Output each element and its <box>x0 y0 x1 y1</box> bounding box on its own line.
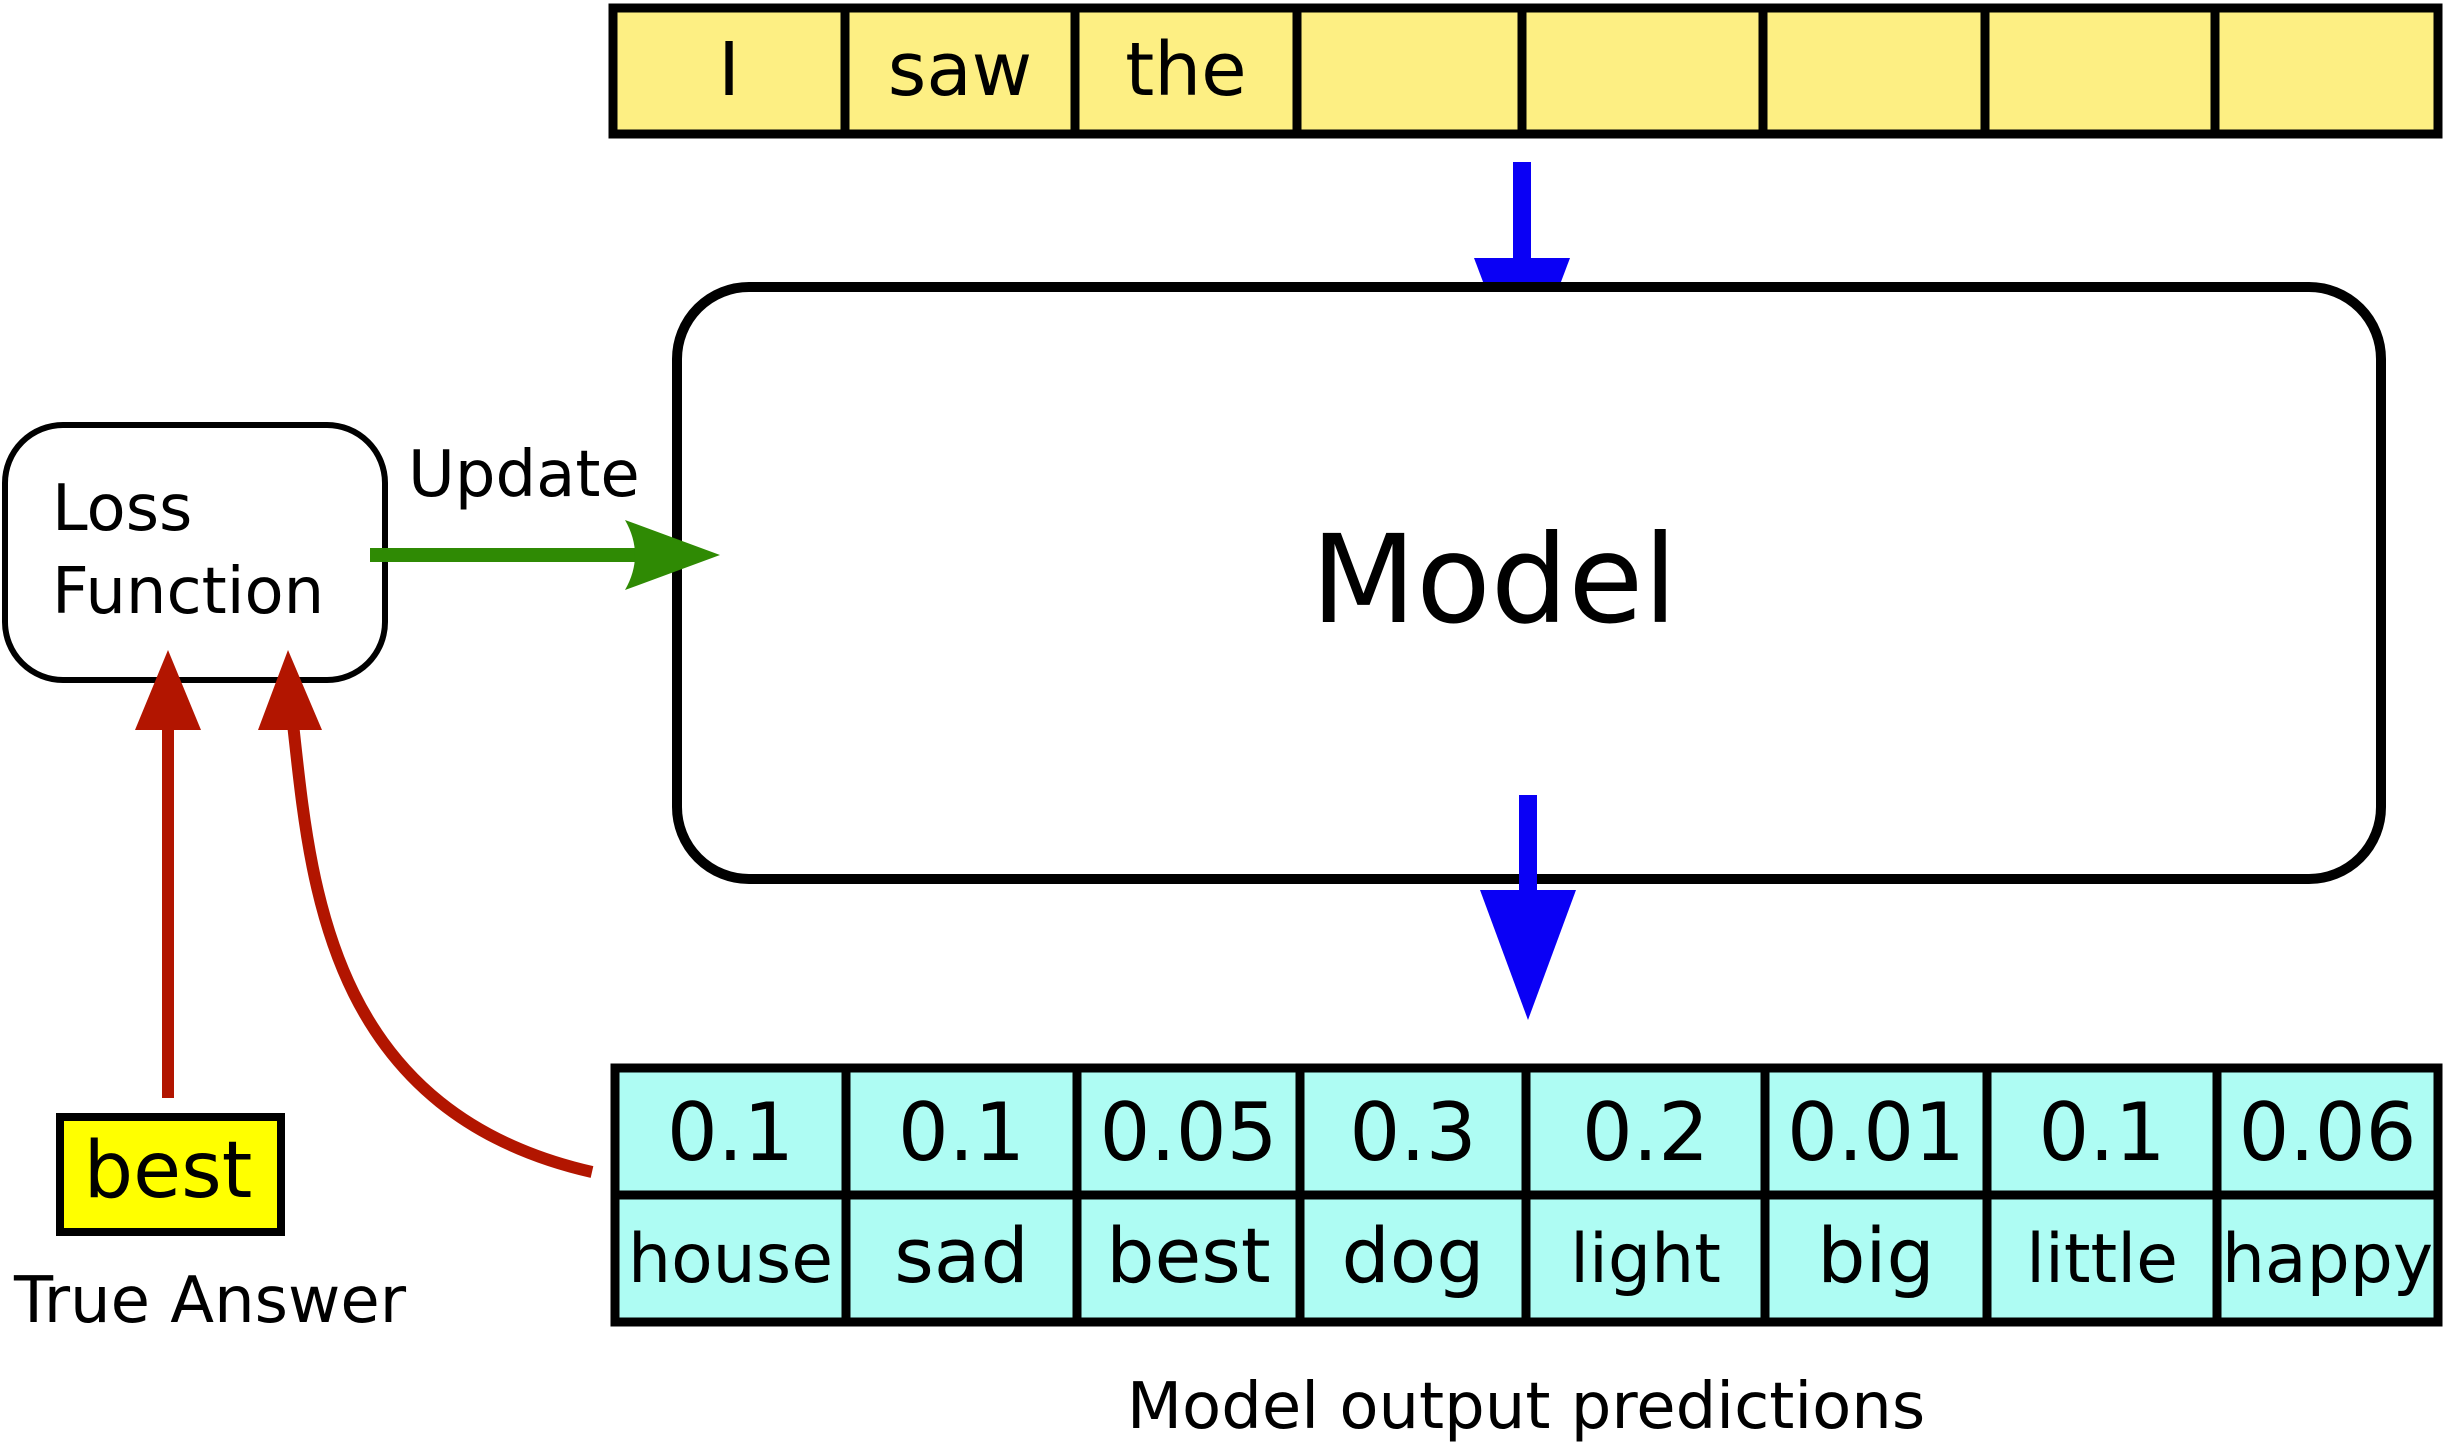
prediction-table: 0.1 house 0.1 sad 0.05 best 0.3 dog 0.2 light 0.01… <box>610 1063 2443 1327</box>
probability-value: 0.05 <box>1099 1086 1277 1179</box>
input-token-cell <box>608 3 850 139</box>
prediction-word: best <box>1106 1211 1270 1300</box>
model-label: Model <box>1311 509 1677 651</box>
loss-function-box <box>2 422 388 683</box>
input-token-cell <box>840 3 1080 139</box>
probability-cell <box>1982 1063 2222 1200</box>
probability-value: 0.1 <box>667 1086 794 1179</box>
prediction-word: house <box>628 1220 833 1299</box>
update-arrow-head <box>625 520 720 590</box>
probability-value: 0.1 <box>2038 1086 2165 1179</box>
true-answer-word: best <box>84 1126 253 1216</box>
word-cell <box>2212 1190 2443 1327</box>
input-token-cell <box>2210 3 2443 139</box>
probability-value: 0.1 <box>898 1086 1025 1179</box>
probability-cell <box>2212 1063 2443 1200</box>
prediction-word: little <box>2026 1220 2178 1299</box>
predictions-to-loss-arrow <box>258 650 594 1178</box>
input-token-text: the <box>1125 27 1246 113</box>
prediction-arrow-curve <box>286 714 594 1178</box>
probability-cell <box>1072 1063 1305 1200</box>
input-token-cell <box>1980 3 2220 139</box>
input-token-text: saw <box>888 27 1032 113</box>
word-cell <box>1982 1190 2222 1327</box>
input-token-cell <box>1758 3 1990 139</box>
prediction-word: sad <box>894 1211 1028 1300</box>
prediction-word: big <box>1817 1211 1935 1300</box>
prediction-word: dog <box>1342 1211 1485 1300</box>
update-label: Update <box>408 438 640 512</box>
prediction-arrow-head <box>258 650 322 730</box>
word-cell <box>1760 1190 1992 1327</box>
input-token-text: I <box>718 27 740 113</box>
probability-value: 0.06 <box>2238 1086 2416 1179</box>
input-token-cell <box>1517 3 1768 139</box>
predictions-caption: Model output predictions <box>1127 1370 1925 1443</box>
answer-arrow-head <box>135 650 201 730</box>
true-answer-box <box>56 1113 285 1236</box>
output-arrow-head <box>1480 890 1576 1020</box>
input-token-cell <box>1292 3 1527 139</box>
prediction-word: happy <box>2222 1220 2433 1299</box>
probability-value: 0.3 <box>1349 1086 1476 1179</box>
loss-function-label-line1: Loss <box>52 472 192 546</box>
probability-value: 0.01 <box>1787 1086 1965 1179</box>
probability-cell <box>841 1063 1082 1200</box>
true-answer-to-loss-arrow <box>135 650 201 1098</box>
probability-value: 0.2 <box>1582 1086 1709 1179</box>
input-token-cell <box>1070 3 1302 139</box>
prediction-word: light <box>1570 1220 1721 1299</box>
model-to-predictions-arrow <box>1480 795 1576 1020</box>
word-cell <box>1072 1190 1305 1327</box>
word-cell <box>1521 1190 1770 1327</box>
true-answer-caption: True Answer <box>13 1264 407 1338</box>
loss-function-label-line2: Function <box>52 555 324 629</box>
update-arrow <box>370 520 720 590</box>
